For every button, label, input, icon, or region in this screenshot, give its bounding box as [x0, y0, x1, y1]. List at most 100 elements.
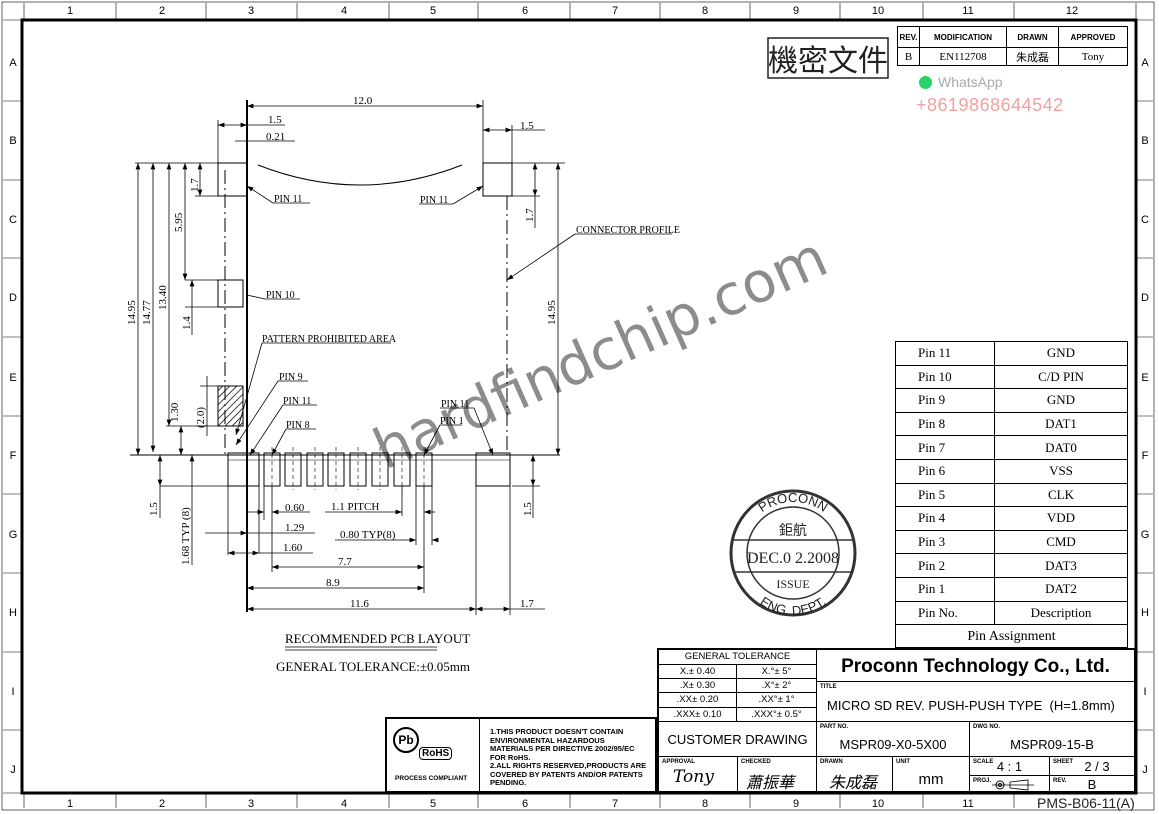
dim-0-60: 0.60	[285, 502, 305, 514]
part-no-cell: PART NO. MSPR09-X0-5X00	[817, 722, 970, 757]
whatsapp-label: WhatsApp	[938, 74, 1003, 90]
revision-cell: B	[898, 48, 920, 65]
sheet-cell: SHEET 2 / 3	[1050, 757, 1134, 776]
tolerance-cell: .XXX± 0.10	[659, 707, 737, 722]
column-mark-top: 10	[872, 5, 884, 17]
tolerance-cell: X.± 0.40	[659, 665, 737, 680]
stamp-chinese: 鉅航	[779, 523, 807, 539]
dim-1-68-typ: 1.68 TYP (8)	[180, 507, 192, 565]
pad-bottom-left	[227, 452, 260, 487]
column-mark-top: 4	[341, 5, 347, 17]
label-pattern-prohibited: PATTERN PROHIBITED AREA	[262, 334, 397, 345]
column-mark-bottom: 11	[962, 798, 973, 810]
column-mark-top: 7	[612, 5, 618, 17]
label-pin1: PIN 1	[440, 416, 464, 427]
projection-cell: PROJ.	[970, 776, 1050, 791]
pin-description: DAT1	[995, 413, 1127, 437]
column-mark-bottom: 1	[67, 798, 73, 810]
dim-13-40: 13.40	[157, 285, 169, 310]
pin-description: CLK	[995, 484, 1127, 508]
tolerance-cell: .X°± 2°	[737, 679, 816, 694]
svg-text:ENG. DEPT.: ENG. DEPT.	[758, 594, 829, 619]
rev-label: REV.	[1053, 778, 1067, 784]
column-mark-bottom: 10	[872, 798, 884, 810]
pad-bottom-right	[475, 452, 511, 487]
column-mark-bottom: 6	[522, 798, 528, 810]
label-pin9: PIN 9	[279, 372, 303, 383]
revision-header: REV.	[898, 27, 920, 48]
pin-assignment-caption: Pin Assignment	[967, 628, 1056, 644]
issue-stamp: PROCONN ENG. DEPT. 鉅航 DEC.0 2.2008 ISSUE	[729, 489, 857, 619]
pin-number: Pin 9	[896, 389, 995, 413]
pin-description: VDD	[995, 507, 1127, 531]
form-code: PMS-B06-11(A)	[1037, 795, 1135, 811]
customer-drawing: CUSTOMER DRAWING	[659, 722, 817, 757]
stamp-date: DEC.0 2.2008	[747, 550, 839, 567]
dim-11-6: 11.6	[350, 598, 369, 610]
dwg-no-cell: DWG NO. MSPR09-15-B	[970, 722, 1134, 757]
sheet-label: SHEET	[1053, 759, 1074, 765]
rohs-logo: Pb RoHS PROCESS COMPLIANT	[387, 719, 480, 791]
label-connector-profile: CONNECTOR PROFILE	[576, 225, 680, 236]
label-pin11-bottom-right: PIN 11	[441, 399, 469, 410]
label-pin11-bottom-left: PIN 11	[283, 396, 311, 407]
dim-pitch: 1.1 PITCH	[331, 501, 379, 513]
column-mark-bottom: 7	[612, 798, 618, 810]
tolerance-header: GENERAL TOLERANCE	[659, 650, 816, 665]
dim-1-7-bottom: 1.7	[520, 598, 534, 610]
checked-cell: CHECKED 蕭振華	[738, 757, 817, 792]
row-mark-left: J	[10, 764, 16, 776]
column-mark-top: 12	[1066, 5, 1078, 17]
pin-number: Pin 1	[896, 577, 995, 602]
column-mark-bottom: 8	[702, 798, 708, 810]
dim-1-5-bottom-left: 1.5	[148, 502, 160, 516]
pin-description: GND	[995, 389, 1127, 413]
stamp-bottom-text: ENG. DEPT.	[758, 594, 829, 619]
approval-cell: APPROVAL Tony	[659, 757, 738, 791]
column-mark-bottom: 3	[248, 798, 254, 810]
note-2: 2.ALL RIGHTS RESERVED,PRODUCTS ARE COVER…	[490, 761, 647, 787]
pin-number: Pin 4	[896, 507, 995, 531]
column-mark-top: 1	[67, 5, 73, 17]
column-mark-bottom: 2	[159, 798, 165, 810]
row-mark-right: B	[1141, 135, 1148, 147]
phone-overlay: +8619868644542	[916, 95, 1064, 115]
revision-header: DRAWN	[1007, 27, 1059, 48]
sheet-value: 2 / 3	[1084, 759, 1110, 774]
rohs-mark: RoHS	[419, 747, 453, 760]
dim-1-30: 1.30	[169, 402, 181, 422]
approval-label: APPROVAL	[662, 759, 695, 765]
row-mark-right: E	[1141, 372, 1148, 384]
column-mark-bottom: 4	[341, 798, 347, 810]
process-compliant: PROCESS COMPLIANT	[395, 775, 468, 782]
part-no-label: PART NO.	[820, 724, 849, 730]
dim-1-7-left: 1.7	[189, 178, 201, 192]
row-mark-right: D	[1141, 292, 1149, 304]
revision-header: APPROVED	[1059, 27, 1127, 48]
scale-cell: SCALE 4 : 1	[970, 757, 1050, 776]
row-mark-left: C	[9, 214, 17, 226]
tolerance-cell: .X± 0.30	[659, 679, 737, 694]
row-mark-right: J	[1142, 764, 1148, 776]
row-mark-right: H	[1141, 607, 1149, 619]
pin-number: Pin 8	[896, 412, 995, 437]
dim-7-7: 7.7	[338, 556, 352, 568]
dim-1-5-bottom-right: 1.5	[522, 502, 534, 516]
checked-label: CHECKED	[741, 759, 771, 765]
dim-0-21: 0.21	[266, 131, 285, 143]
column-mark-top: 9	[793, 5, 799, 17]
pin-description: GND	[995, 342, 1127, 366]
drawn-label: DRAWN	[820, 759, 843, 765]
pattern-prohibited-area	[217, 385, 244, 427]
pin-number: Pin 7	[896, 436, 995, 460]
confidential-stamp: 機密文件	[767, 37, 889, 79]
dim-1-5-top-left: 1.5	[268, 114, 282, 126]
svg-text:PROCONN: PROCONN	[755, 490, 830, 515]
revision-cell: EN112708	[920, 48, 1007, 65]
